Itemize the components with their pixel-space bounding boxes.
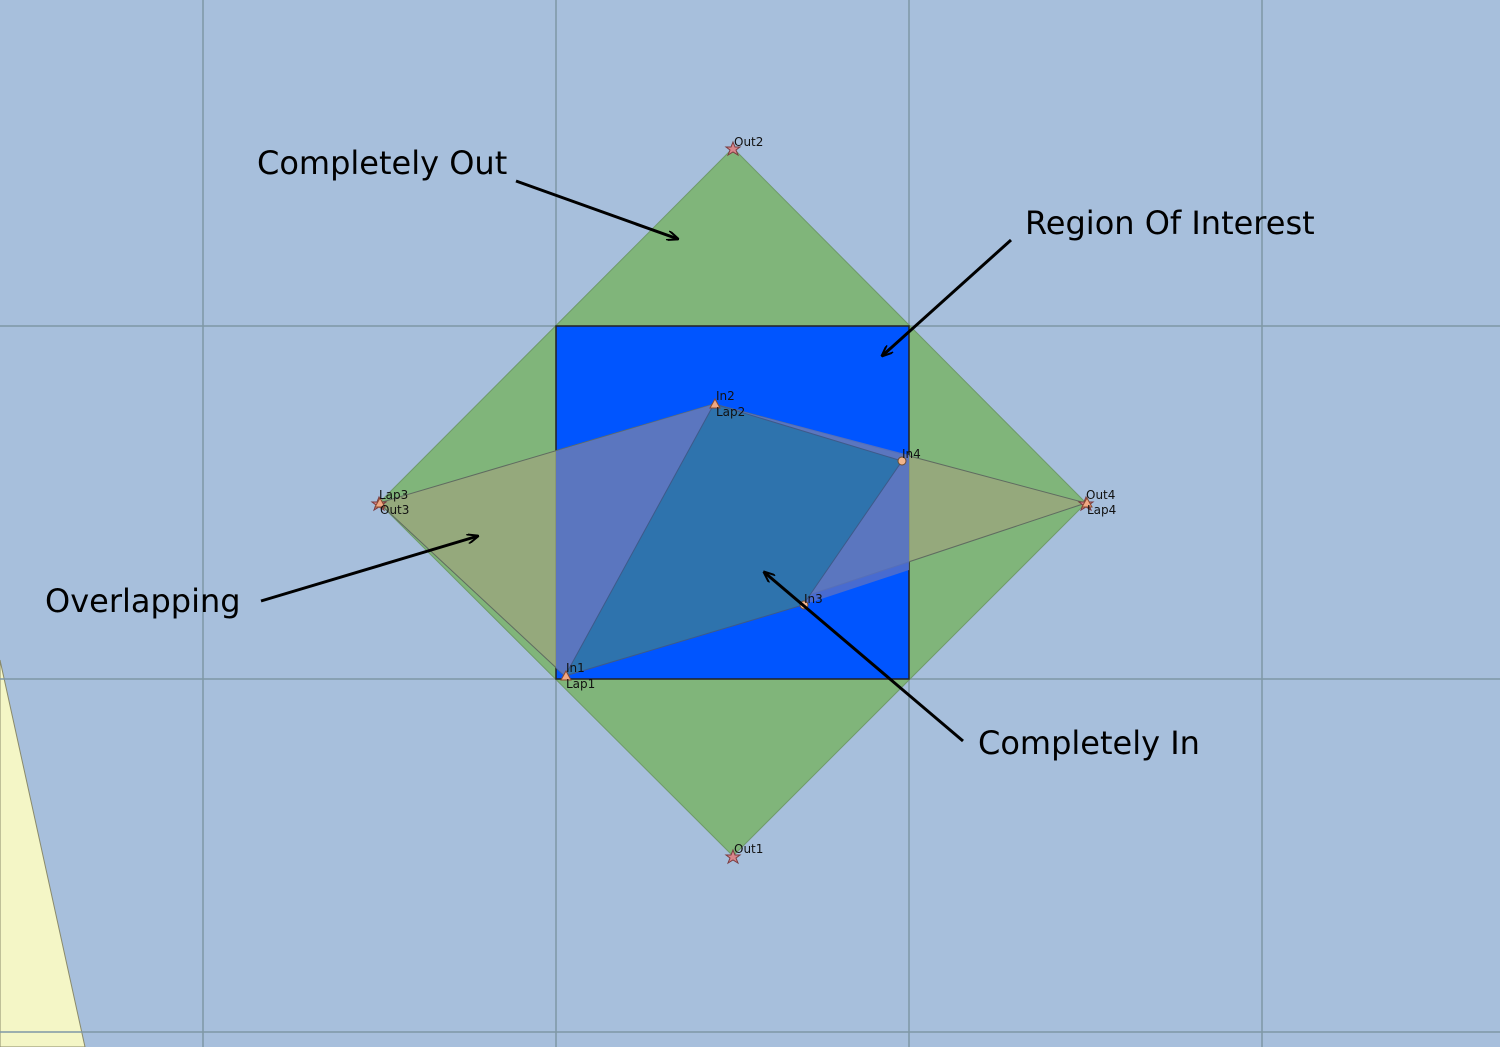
point-label-lap4: Lap4: [1087, 503, 1116, 517]
point-label-lap2: Lap2: [716, 405, 745, 419]
triangle-marker-lap1[interactable]: [560, 669, 572, 681]
callout-completely-in: Completely In: [978, 724, 1200, 762]
callout-completely-out: Completely Out: [257, 144, 507, 182]
arrow-completely-in: [764, 572, 964, 743]
callout-overlapping: Overlapping: [45, 582, 241, 620]
point-label-out3: Out3: [380, 503, 409, 517]
callout-arrows: [260, 179, 1013, 743]
callout-region-of-interest: Region Of Interest: [1025, 204, 1315, 242]
point-label-in1: In1: [566, 661, 585, 675]
point-label-lap1: Lap1: [566, 677, 595, 691]
star-marker-out2[interactable]: [724, 140, 742, 157]
triangle-marker-lap4[interactable]: [1081, 496, 1093, 508]
point-markers: [370, 140, 1095, 865]
point-label-in2: In2: [716, 389, 735, 403]
circle-marker-in4[interactable]: [897, 456, 907, 466]
point-label-in4: In4: [902, 447, 921, 461]
triangle-marker-lap2[interactable]: [709, 397, 721, 409]
point-label-in3: In3: [804, 592, 823, 606]
star-marker-out1[interactable]: [724, 848, 742, 865]
point-label-out1: Out1: [734, 842, 763, 856]
arrow-overlapping: [260, 536, 478, 603]
triangle-marker-lap3[interactable]: [374, 496, 386, 508]
arrow-completely-out: [515, 179, 678, 239]
point-label-out4: Out4: [1086, 488, 1115, 502]
land-area: [0, 659, 86, 1047]
arrow-region-of-interest: [882, 238, 1013, 356]
point-labels: Out2 Out1 Lap3 Out3 Out4 Lap4 In2 Lap2 I…: [379, 135, 1116, 856]
point-label-lap3: Lap3: [379, 488, 408, 502]
callout-labels: Completely Out Region Of Interest Overla…: [45, 144, 1315, 762]
point-label-out2: Out2: [734, 135, 763, 149]
